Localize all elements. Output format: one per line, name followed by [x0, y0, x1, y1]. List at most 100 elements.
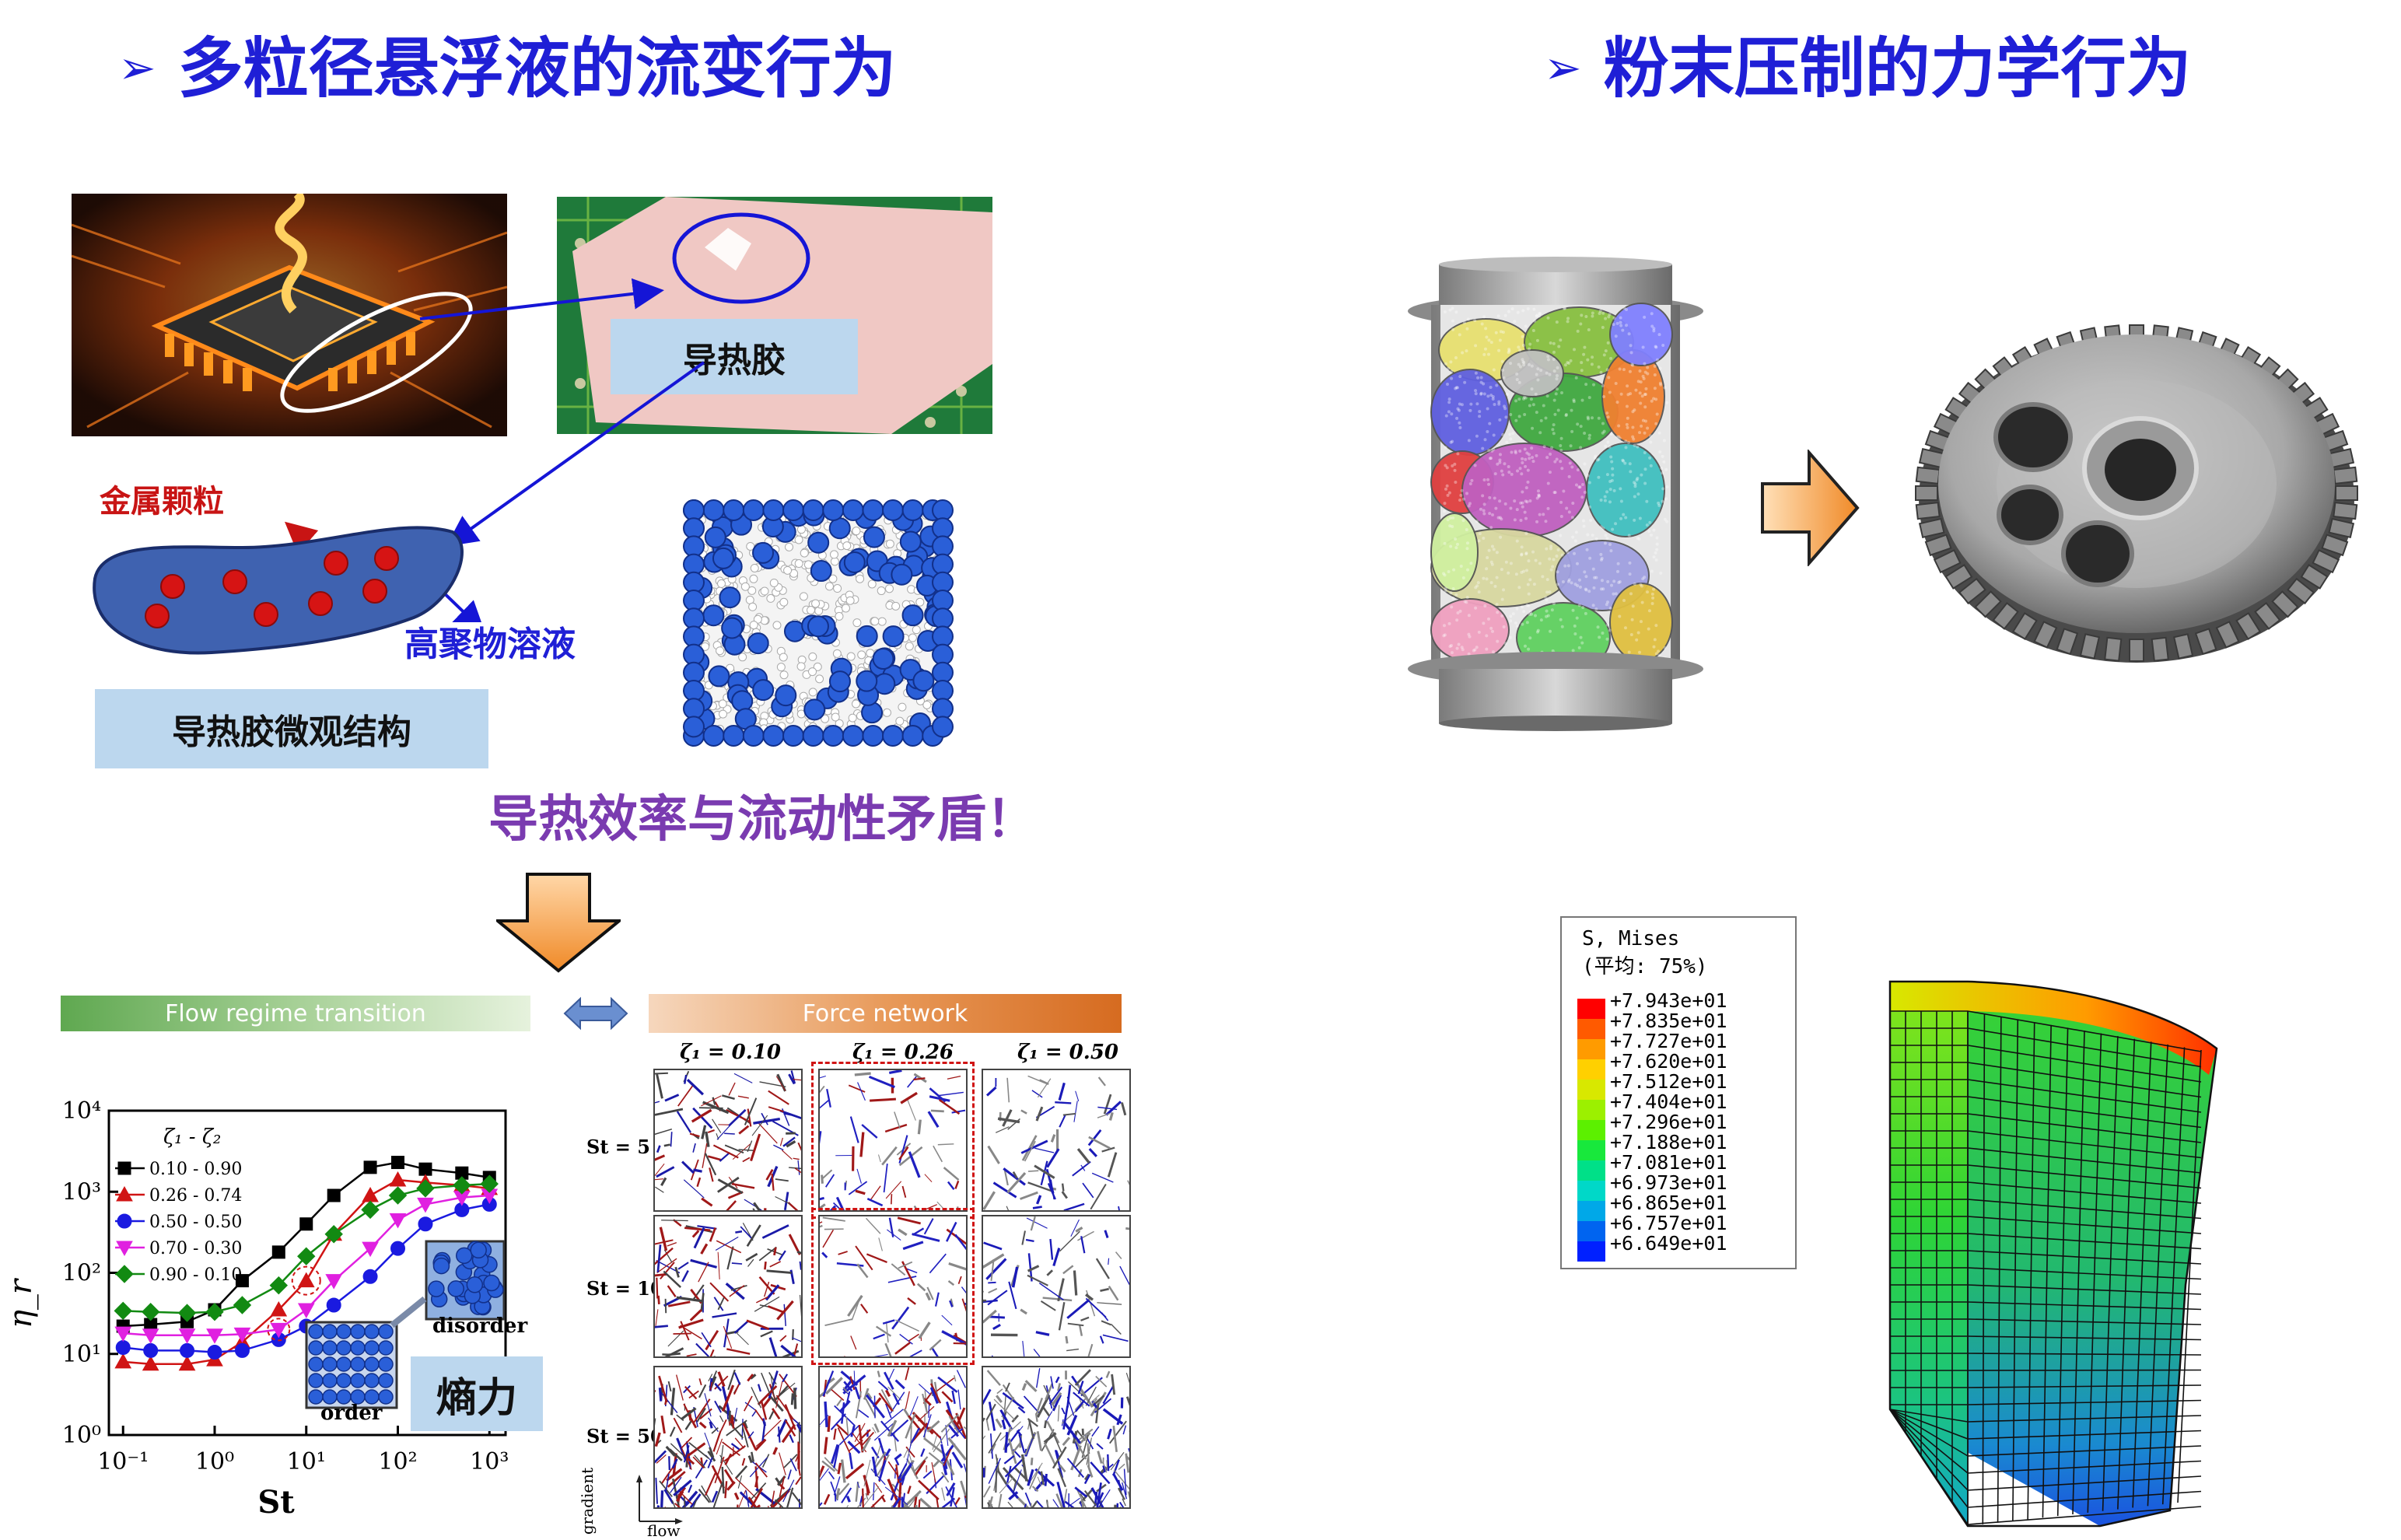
row-label-1: St = 5	[586, 1136, 650, 1158]
legend-color-swatch	[1577, 1120, 1605, 1140]
gradient-axis-label: gradient	[578, 1468, 597, 1535]
legend-entry: 0.10 - 0.90	[149, 1160, 242, 1179]
data-point	[391, 1241, 405, 1255]
entropy-force-label: 熵力	[411, 1356, 543, 1431]
legend-color-swatch	[1577, 1160, 1605, 1181]
data-point	[114, 1302, 131, 1319]
legend-marker	[116, 1265, 133, 1283]
data-point	[116, 1340, 130, 1354]
data-point	[392, 1157, 404, 1169]
conflict-statement: 导热效率与流动性矛盾！	[488, 779, 1036, 851]
data-point	[363, 1269, 377, 1283]
x-tick-label: 10²	[378, 1448, 417, 1475]
legend-value: +7.727e+01	[1610, 1030, 1727, 1052]
legend-value: +7.620e+01	[1610, 1050, 1727, 1073]
legend-color-swatch	[1577, 1039, 1605, 1059]
data-point	[390, 1172, 406, 1186]
y-tick-label: 10⁰	[62, 1422, 101, 1449]
y-tick-label: 10⁴	[62, 1097, 101, 1125]
fe-mesh-model	[1874, 974, 2271, 1534]
die-compaction-model	[1392, 257, 1719, 731]
x-tick-label: 10³	[470, 1448, 509, 1475]
force-network-cell	[818, 1366, 968, 1509]
double-arrow-icon	[563, 996, 628, 1031]
legend-value: +7.081e+01	[1610, 1151, 1727, 1174]
force-network-cell	[653, 1215, 803, 1358]
force-network-cell	[653, 1366, 803, 1509]
data-point	[362, 1188, 378, 1202]
legend-value: +6.865e+01	[1610, 1192, 1727, 1214]
metal-particles-label: 金属颗粒	[100, 476, 224, 521]
y-axis-label: η_r	[3, 1277, 39, 1328]
inset-arrow	[389, 1291, 436, 1330]
legend-value: +7.512e+01	[1610, 1070, 1727, 1093]
data-point	[235, 1343, 249, 1357]
row-label-2: St = 10	[586, 1277, 663, 1300]
legend-color-swatch	[1577, 1241, 1605, 1262]
data-point	[180, 1343, 194, 1357]
col-label-2: ζ₁ = 0.26	[852, 1041, 954, 1064]
data-point	[362, 1201, 379, 1218]
gear-part-image	[1907, 289, 2366, 678]
data-point	[272, 1246, 285, 1258]
force-network-cell	[982, 1215, 1131, 1358]
mises-legend: S, Mises (平均: 75%) +7.943e+01+7.835e+01+…	[1560, 916, 1797, 1269]
legend-value: +7.188e+01	[1610, 1131, 1727, 1153]
legend-color-swatch	[1577, 1221, 1605, 1241]
microstructure-label: 导热胶微观结构	[95, 689, 488, 768]
legend-color-swatch	[1577, 1080, 1605, 1100]
y-tick-label: 10³	[62, 1178, 101, 1206]
legend-value: +7.835e+01	[1610, 1010, 1727, 1032]
legend-value: +6.973e+01	[1610, 1171, 1727, 1194]
legend-color-swatch	[1577, 1059, 1605, 1080]
force-network-cell	[818, 1215, 968, 1358]
x-tick-label: 10⁰	[195, 1448, 234, 1475]
data-point	[300, 1218, 313, 1230]
force-network-cell	[818, 1069, 968, 1212]
y-tick-label: 10¹	[62, 1341, 101, 1368]
row-label-3: St = 50	[586, 1425, 663, 1447]
data-point	[142, 1304, 159, 1321]
legend-value: +7.404e+01	[1610, 1090, 1727, 1113]
flow-regime-bar: Flow regime transition	[61, 996, 530, 1031]
data-point	[327, 1298, 341, 1312]
legend-entry: 0.26 - 0.74	[149, 1186, 242, 1206]
data-point	[115, 1354, 131, 1368]
legend-value: +7.296e+01	[1610, 1111, 1727, 1133]
data-point	[233, 1297, 250, 1314]
x-tick-label: 10¹	[287, 1448, 326, 1475]
order-inset	[305, 1321, 398, 1409]
right-arrow-icon	[1759, 450, 1860, 566]
data-point	[390, 1187, 407, 1204]
legend-marker	[117, 1214, 131, 1228]
legend-color-swatch	[1577, 1181, 1605, 1201]
data-point	[364, 1161, 376, 1174]
legend-color-swatch	[1577, 1019, 1605, 1039]
legend-color-swatch	[1577, 999, 1605, 1019]
order-label: order	[320, 1402, 382, 1425]
x-axis-label: St	[257, 1484, 295, 1517]
legend-color-swatch	[1577, 1140, 1605, 1160]
col-label-3: ζ₁ = 0.50	[1017, 1041, 1118, 1064]
polymer-solution-label: 高聚物溶液	[404, 616, 576, 666]
x-tick-label: 10⁻¹	[97, 1448, 149, 1475]
data-point	[418, 1217, 432, 1231]
legend-color-swatch	[1577, 1100, 1605, 1120]
right-title-text: 粉末压制的力学行为	[1604, 30, 2192, 107]
data-point	[419, 1163, 432, 1175]
y-tick-label: 10²	[62, 1260, 101, 1287]
force-network-cell	[982, 1366, 1131, 1509]
legend-title: ζ₁ - ζ₂	[163, 1125, 221, 1149]
legend-entry: 0.50 - 0.50	[149, 1213, 242, 1232]
legend-entry: 0.90 - 0.10	[149, 1265, 242, 1285]
data-point	[299, 1304, 314, 1318]
legend-marker	[118, 1162, 131, 1174]
force-network-grid: ζ₁ = 0.10 ζ₁ = 0.26 ζ₁ = 0.50 St = 5 St …	[576, 1039, 1136, 1537]
col-label-1: ζ₁ = 0.10	[680, 1041, 781, 1064]
legend-header-1: S, Mises	[1582, 927, 1679, 950]
down-arrow-icon	[496, 873, 621, 974]
disorder-label: disorder	[432, 1314, 527, 1338]
legend-value: +6.649e+01	[1610, 1232, 1727, 1255]
particle-packing-image	[678, 495, 958, 750]
data-point	[418, 1198, 433, 1212]
